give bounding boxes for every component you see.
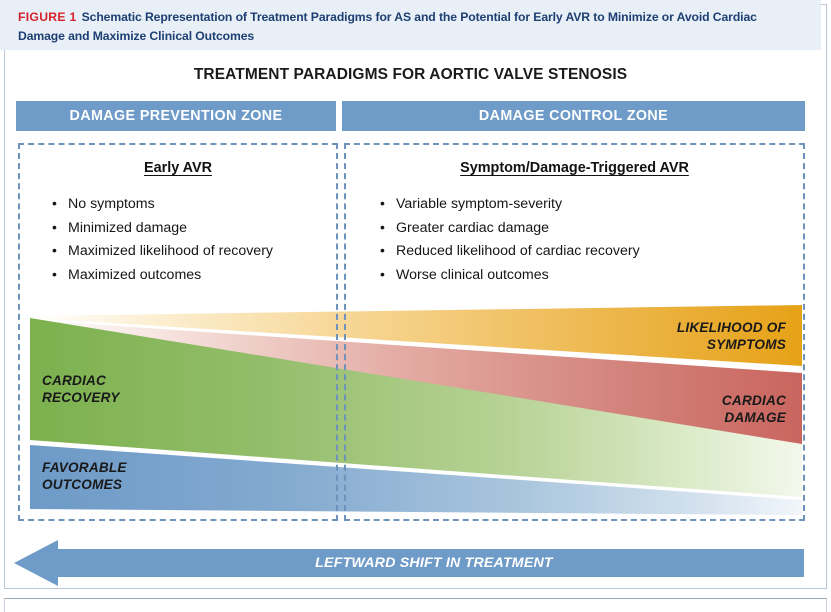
band-label-favorable-outcomes: FAVORABLE OUTCOMES [42,460,127,492]
panel-heading-triggered-avr: Symptom/Damage-Triggered AVR [460,160,689,176]
arrow-label: LEFTWARD SHIFT IN TREATMENT [315,555,553,571]
band-label-cardiac-damage: CARDIAC DAMAGE [721,393,786,425]
leftward-shift-arrow: LEFTWARD SHIFT IN TREATMENT [14,540,804,586]
figure-footer-rule [4,598,827,612]
figure-frame [4,4,827,589]
zone-bar-damage-prevention: DAMAGE PREVENTION ZONE [16,101,336,131]
list-item: Worse clinical outcomes [380,263,800,288]
list-item: Greater cardiac damage [380,216,800,241]
arrow-left-icon [14,540,804,586]
diagram-title: TREATMENT PARADIGMS FOR AORTIC VALVE STE… [193,66,628,83]
band-label-cardiac-recovery: CARDIAC RECOVERY [42,373,120,405]
zone-bar-damage-control-label: DAMAGE CONTROL ZONE [478,108,669,124]
figure-number-label: FIGURE 1 [18,10,77,24]
bullet-list-damage-control: Variable symptom-severity Greater cardia… [380,192,800,288]
bullet-list-damage-prevention: No symptoms Minimized damage Maximized l… [52,192,337,288]
figure-caption-text: Schematic Representation of Treatment Pa… [18,10,757,43]
zone-bar-damage-prevention-label: DAMAGE PREVENTION ZONE [69,108,283,124]
list-item: Minimized damage [52,216,337,241]
zone-bar-damage-control: DAMAGE CONTROL ZONE [342,101,805,131]
band-label-likelihood-of-symptoms: LIKELIHOOD OF SYMPTOMS [676,320,786,352]
list-item: No symptoms [52,192,337,217]
list-item: Reduced likelihood of cardiac recovery [380,239,800,264]
list-item: Variable symptom-severity [380,192,800,217]
list-item: Maximized outcomes [52,263,337,288]
list-item: Maximized likelihood of recovery [52,239,337,264]
panel-heading-early-avr: Early AVR [144,160,212,176]
